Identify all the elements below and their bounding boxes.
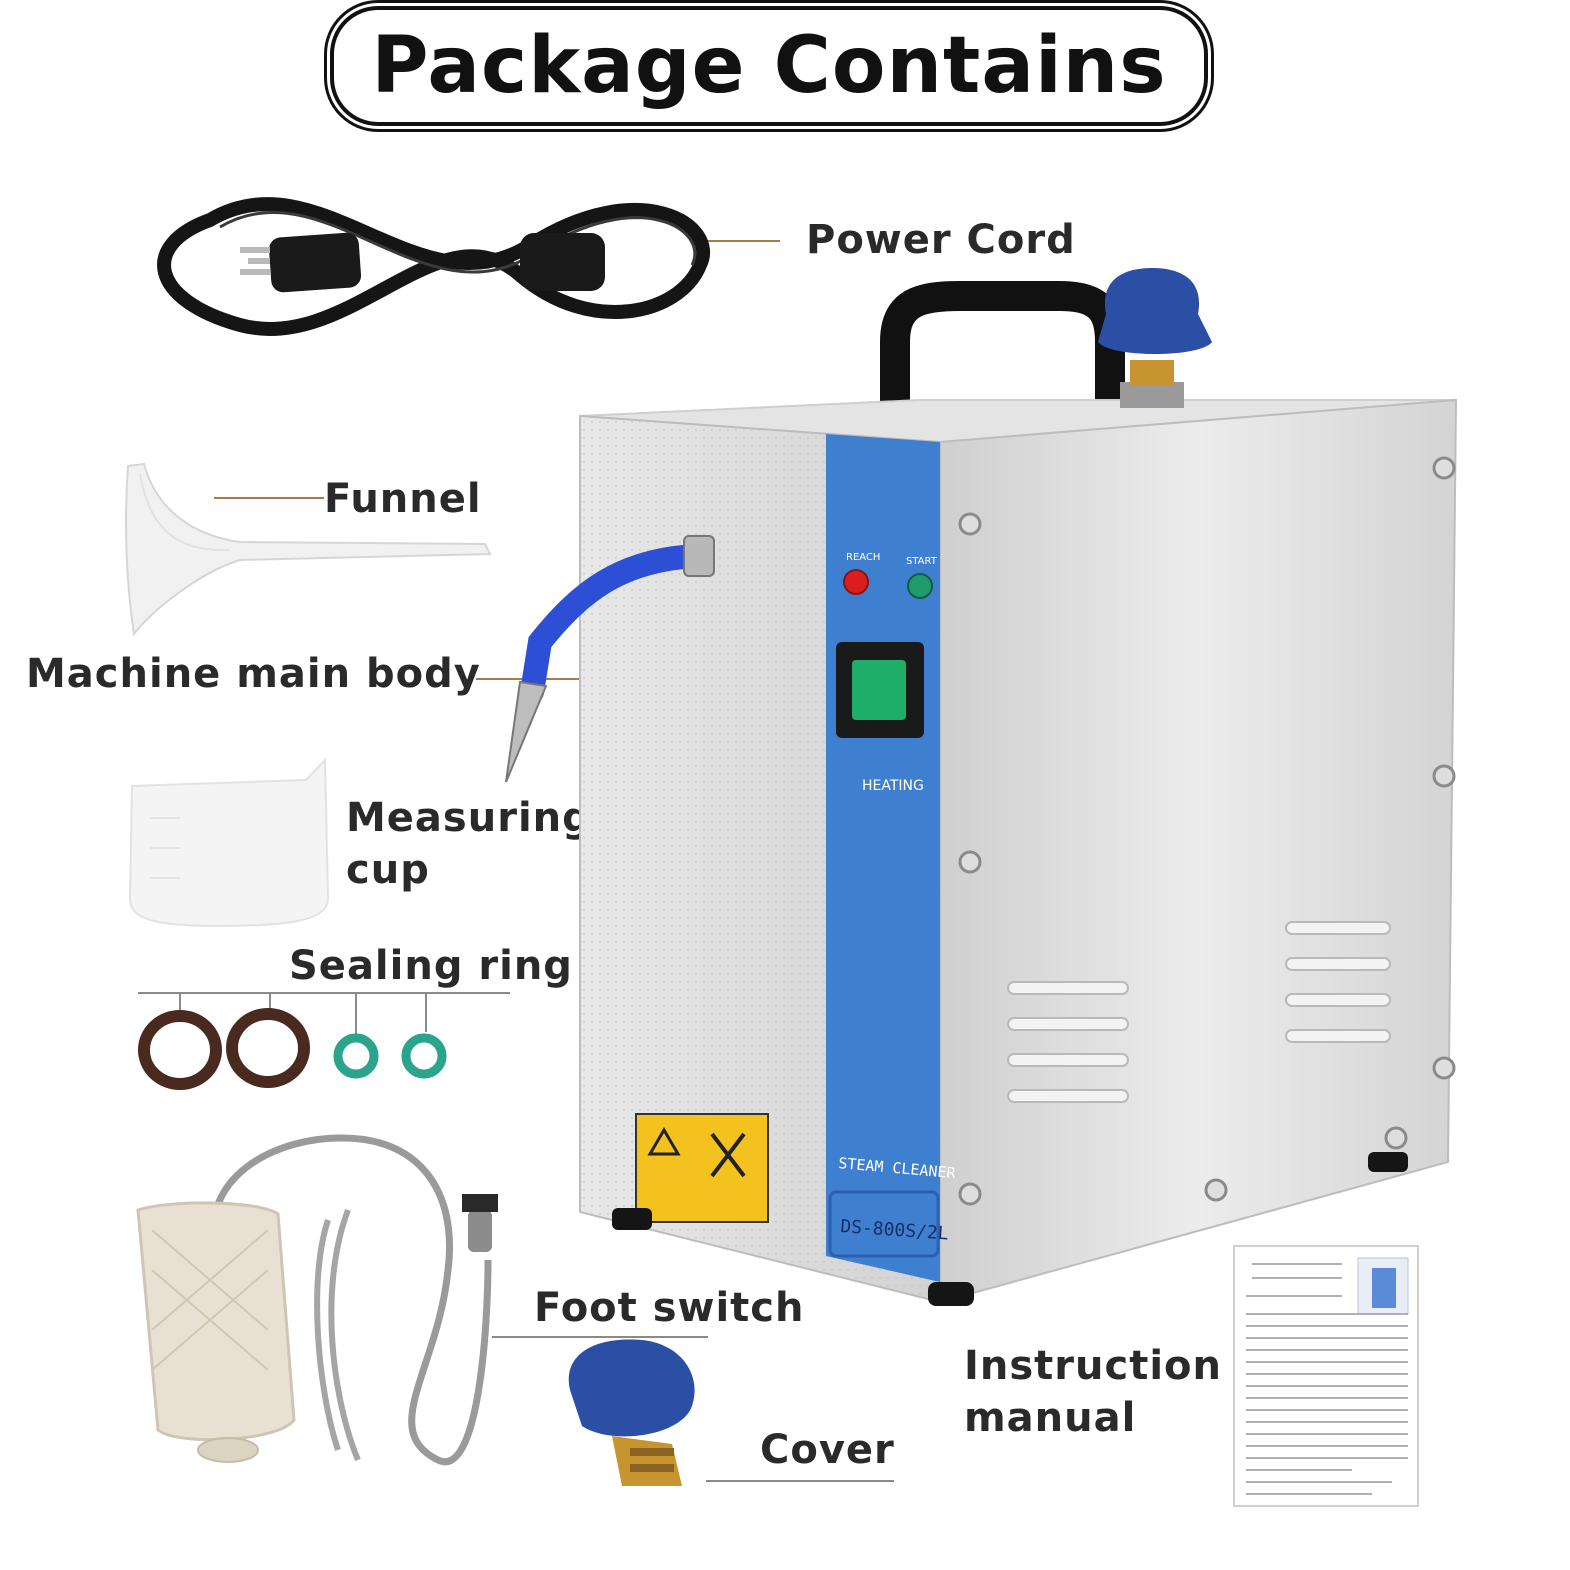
cover-image xyxy=(568,1339,695,1486)
cover-label: Cover xyxy=(760,1427,895,1473)
measuring-cup-image xyxy=(128,757,330,928)
title-banner: Package Contains xyxy=(330,6,1208,126)
pressure-knob xyxy=(1098,268,1212,354)
foot-switch-label: Foot switch xyxy=(534,1285,805,1331)
warning-sticker xyxy=(635,1113,769,1223)
instruction-manual-label: Instruction manual xyxy=(964,1343,1222,1441)
start-indicator-light xyxy=(907,573,933,599)
foot-switch-image xyxy=(136,1134,498,1466)
small-seal-ring-2 xyxy=(401,1033,447,1079)
sealing-rings-image xyxy=(138,992,447,1090)
small-seal-ring-1 xyxy=(333,1033,379,1079)
start-indicator-label: START xyxy=(906,556,938,567)
machine-body-label: Machine main body xyxy=(26,651,481,697)
large-seal-ring-1 xyxy=(138,1010,222,1090)
machine-main-body: REACH START HEATING STEAM CLEANER DS-800… xyxy=(505,268,1458,1306)
reach-indicator-label: REACH xyxy=(846,552,880,563)
funnel-image xyxy=(125,462,492,637)
foot-switch-pointer xyxy=(492,1336,708,1338)
heating-label: HEATING xyxy=(862,778,924,794)
funnel-label: Funnel xyxy=(324,476,482,522)
reach-indicator-light xyxy=(843,569,869,595)
cover-pointer xyxy=(706,1480,894,1482)
funnel-pointer xyxy=(214,497,324,499)
page-title: Package Contains xyxy=(371,21,1167,111)
sealing-ring-label: Sealing ring xyxy=(289,943,573,989)
steam-nozzle-hose xyxy=(520,544,708,704)
power-cord-label: Power Cord xyxy=(806,217,1076,263)
sealing-ring-pointer-bar xyxy=(138,992,510,994)
measuring-cup-label: Measuring cup xyxy=(346,795,592,893)
power-cord-pointer xyxy=(708,240,780,242)
power-cord-image xyxy=(157,197,711,336)
instruction-manual-image xyxy=(1233,1245,1419,1507)
large-seal-ring-2 xyxy=(226,1008,310,1088)
